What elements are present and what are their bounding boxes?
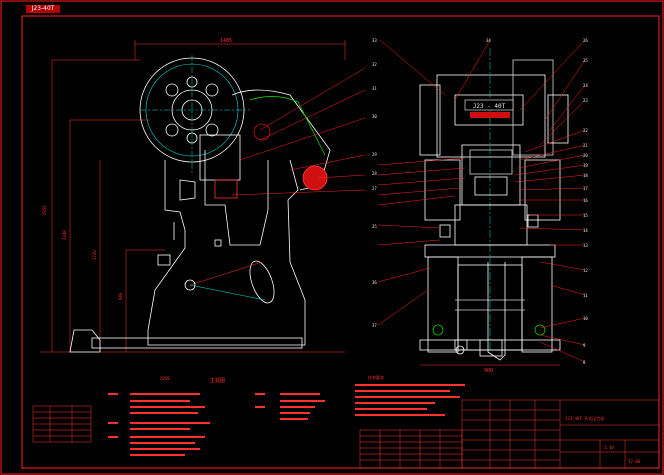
callout-l-2: 31 bbox=[372, 86, 377, 91]
top-callouts: 34 35 36 37 bbox=[372, 38, 491, 328]
model-plate-red bbox=[470, 112, 510, 118]
callout-r-0: 26 bbox=[583, 38, 588, 43]
dim-left-2: 2340 bbox=[62, 230, 67, 240]
callout-t-3: 37 bbox=[372, 323, 377, 328]
callout-r-1: 25 bbox=[583, 58, 588, 63]
callout-r-4: 22 bbox=[583, 128, 588, 133]
title-drawing-no: YJ-00 bbox=[628, 459, 641, 464]
callout-l-1: 32 bbox=[372, 62, 377, 67]
title-scale: 1:10 bbox=[604, 445, 614, 450]
dim-right-bottom: 900 bbox=[484, 368, 493, 374]
title-part-name: J23-40T 开式压力机 bbox=[565, 415, 604, 421]
callout-l-0: 33 bbox=[372, 38, 377, 43]
dim-bottom: 2050 bbox=[160, 376, 170, 381]
dim-left-4: 940 bbox=[118, 292, 123, 300]
view-label: 主视图 bbox=[210, 377, 225, 384]
dim-left-3: 1720 bbox=[92, 250, 97, 260]
callout-r-10: 16 bbox=[583, 198, 588, 203]
callout-r-8: 18 bbox=[583, 173, 588, 178]
callout-l-6: 27 bbox=[372, 186, 377, 191]
callout-t-0: 34 bbox=[486, 38, 491, 43]
technical-notes: 技术要求 bbox=[108, 374, 465, 456]
callout-r-13: 13 bbox=[583, 243, 588, 248]
callout-r-11: 15 bbox=[583, 213, 588, 218]
inner-border bbox=[21, 15, 660, 469]
callout-t-2: 36 bbox=[372, 280, 377, 285]
title-block bbox=[359, 399, 660, 469]
callout-r-6: 20 bbox=[583, 153, 588, 158]
dim-left-1: 2950 bbox=[42, 205, 47, 215]
callout-r-2: 24 bbox=[583, 83, 588, 88]
callout-l-5: 28 bbox=[372, 171, 377, 176]
side-leaders bbox=[231, 67, 366, 196]
callout-r-9: 17 bbox=[583, 186, 588, 191]
callout-r-3: 23 bbox=[583, 98, 588, 103]
left-callouts: 33 32 31 30 29 28 27 bbox=[372, 38, 377, 191]
callout-r-5: 21 bbox=[583, 143, 588, 148]
model-plate-text: J23 - 40T bbox=[473, 103, 506, 110]
callout-r-17: 9 bbox=[583, 343, 586, 348]
callout-r-12: 14 bbox=[583, 228, 588, 233]
front-view bbox=[419, 48, 569, 361]
callout-t-1: 35 bbox=[372, 224, 377, 229]
right-callouts: 26 25 24 23 22 21 20 19 18 17 16 15 14 1… bbox=[583, 38, 588, 365]
dim-top: 1485 bbox=[220, 38, 232, 44]
notes-title: 技术要求 bbox=[368, 374, 384, 380]
callout-r-15: 11 bbox=[583, 293, 588, 298]
callout-l-4: 29 bbox=[372, 152, 377, 157]
callout-l-3: 30 bbox=[372, 114, 377, 119]
callout-r-14: 12 bbox=[583, 268, 588, 273]
front-leaders bbox=[377, 39, 586, 363]
side-view bbox=[40, 40, 346, 353]
model-plate bbox=[464, 99, 514, 111]
callout-r-18: 8 bbox=[583, 360, 586, 365]
callout-r-16: 10 bbox=[583, 316, 588, 321]
drawing-tab-label: J23-40T bbox=[26, 5, 60, 13]
callout-r-7: 19 bbox=[583, 163, 588, 168]
parts-list-small bbox=[32, 405, 92, 443]
